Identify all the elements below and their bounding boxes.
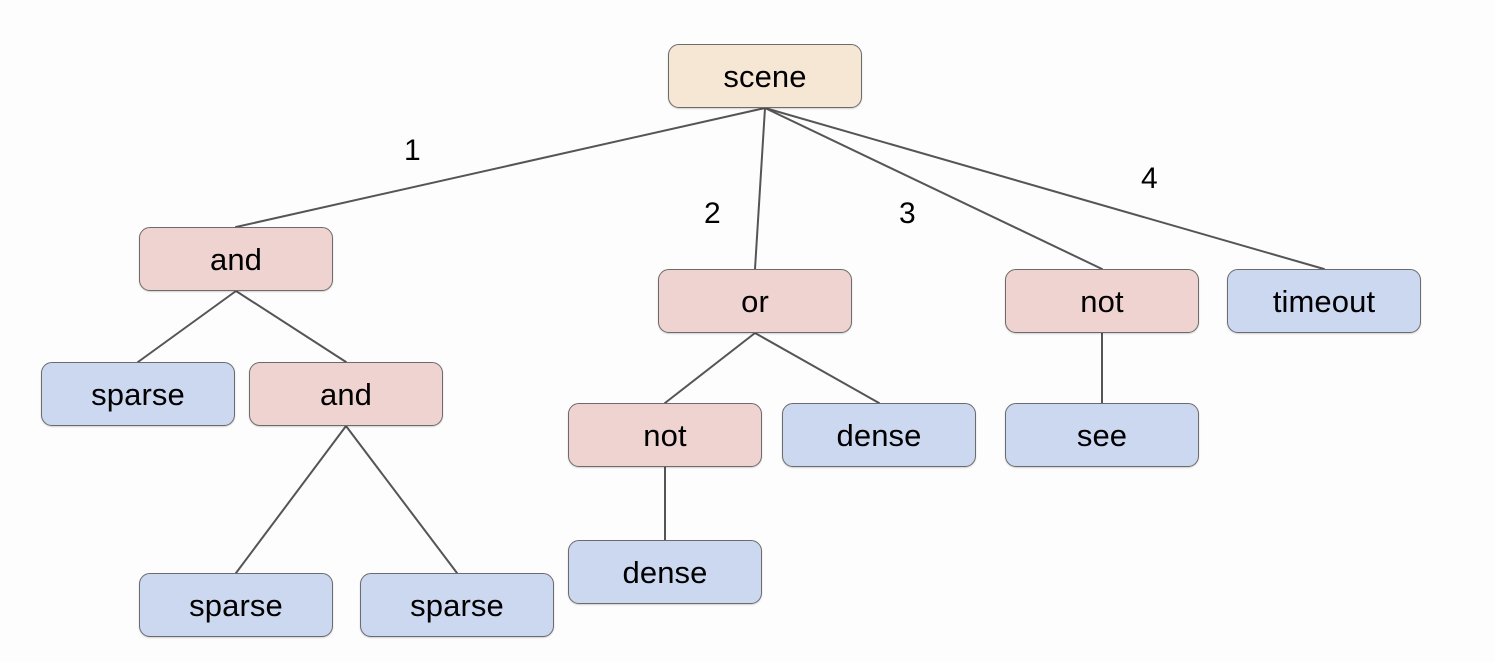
tree-node-label: sparse — [410, 587, 504, 623]
tree-node-dense1[interactable]: dense — [782, 403, 976, 467]
tree-edge-scene-to-or1 — [754, 107, 766, 270]
tree-node-label: and — [319, 376, 373, 412]
tree-node-label: see — [1076, 417, 1128, 453]
tree-node-and2[interactable]: and — [249, 362, 443, 426]
tree-node-dense2[interactable]: dense — [568, 540, 762, 604]
edge-order-label-2: 2 — [704, 197, 721, 230]
tree-node-scene[interactable]: scene — [668, 44, 862, 108]
tree-node-label: and — [209, 241, 263, 277]
tree-node-sparse1[interactable]: sparse — [41, 362, 235, 426]
tree-node-label: sparse — [189, 587, 283, 623]
tree-node-label: scene — [723, 58, 807, 94]
tree-node-not1[interactable]: not — [1005, 269, 1199, 333]
tree-node-or1[interactable]: or — [658, 269, 852, 333]
tree-node-label: timeout — [1272, 283, 1376, 319]
tree-edge-or1-to-dense1 — [754, 332, 880, 404]
tree-edge-and2-to-sparse2 — [235, 425, 347, 574]
tree-node-and1[interactable]: and — [139, 227, 333, 291]
tree-edge-scene-to-timeout1 — [764, 107, 1325, 270]
tree-node-label: or — [741, 283, 769, 319]
tree-node-label: dense — [836, 417, 922, 453]
tree-node-not2[interactable]: not — [568, 403, 762, 467]
tree-edge-or1-to-not2 — [664, 332, 756, 404]
edge-order-label-1: 1 — [404, 134, 421, 167]
edge-order-label-3: 3 — [899, 197, 916, 230]
tree-edge-and1-to-sparse1 — [137, 290, 237, 363]
tree-node-see1[interactable]: see — [1005, 403, 1199, 467]
tree-node-label: not — [643, 417, 687, 453]
tree-edge-scene-to-and1 — [235, 107, 766, 228]
tree-node-label: not — [1080, 283, 1124, 319]
tree-node-label: sparse — [91, 376, 185, 412]
tree-edge-and2-to-sparse3 — [345, 425, 458, 574]
tree-edge-and1-to-and2 — [235, 290, 347, 363]
tree-node-timeout1[interactable]: timeout — [1227, 269, 1421, 333]
tree-node-label: dense — [622, 554, 708, 590]
tree-node-sparse3[interactable]: sparse — [360, 573, 554, 637]
edge-order-label-4: 4 — [1141, 162, 1158, 195]
tree-edge-scene-to-not1 — [764, 107, 1103, 270]
tree-node-sparse2[interactable]: sparse — [139, 573, 333, 637]
